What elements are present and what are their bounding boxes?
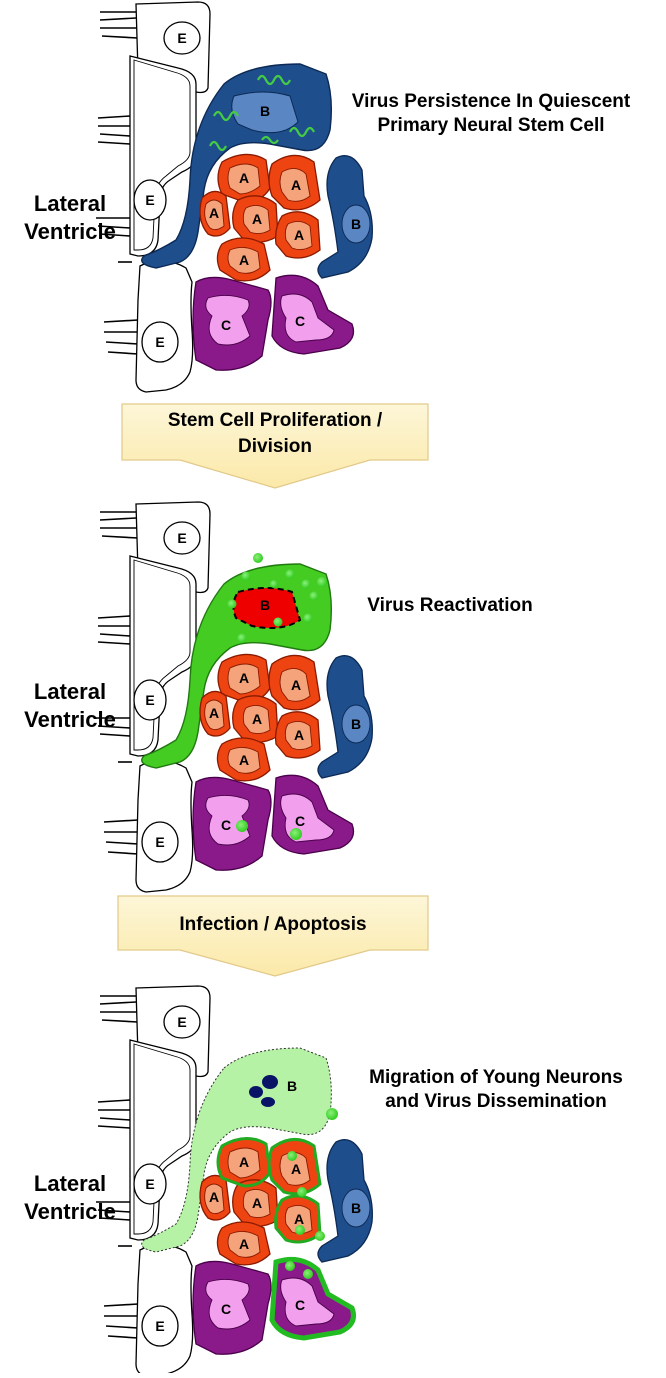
side-label-line1: Lateral <box>33 1171 107 1196</box>
panel-virus-dissemination <box>95 820 373 1377</box>
cell-label-neuroblast: A <box>239 670 249 686</box>
transition-line1: Infection / Apoptosis <box>179 914 367 935</box>
cell-label-stem: B <box>260 103 270 119</box>
cell-label-neuroblast: A <box>239 170 249 186</box>
cell-label-ependymal: E <box>177 1014 186 1030</box>
cell-label-neuroblast: A <box>291 1161 301 1177</box>
cell-label-ependymal: E <box>177 30 186 46</box>
caption-line1: Migration of Young Neurons <box>369 1067 623 1088</box>
transition-arrow-proliferation <box>121 403 429 489</box>
virus-particle-icon <box>227 553 327 643</box>
side-label-panel-3: Lateral Ventricle <box>0 1170 140 1225</box>
caption-line2: and Virus Dissemination <box>385 1090 607 1112</box>
cell-label-neuroblast: A <box>209 705 219 721</box>
cell-label-transit: C <box>295 813 305 829</box>
caption-panel-2: Virus Reactivation <box>340 594 560 618</box>
cell-label-neuroblast: A <box>252 711 262 727</box>
cell-label-ependymal: E <box>155 834 164 850</box>
caption-line2: Primary Neural Stem Cell <box>377 114 605 136</box>
cell-label-neuroblast: A <box>252 211 262 227</box>
caption-panel-3: Migration of Young Neurons and Virus Dis… <box>336 1066 656 1114</box>
cell-label-neuroblast: A <box>294 727 304 743</box>
side-label-line2: Ventricle <box>24 218 116 244</box>
cell-label-side: B <box>351 216 361 232</box>
cell-label-ependymal: E <box>145 1176 154 1192</box>
side-label-line1: Lateral <box>33 679 107 704</box>
transition-arrow-apoptosis <box>117 895 429 977</box>
cell-label-stem: B <box>260 597 270 613</box>
viral-genome-icon <box>209 74 315 152</box>
side-label-line2: Ventricle <box>24 706 116 732</box>
cell-label-neuroblast: A <box>291 677 301 693</box>
cell-label-neuroblast: A <box>294 1211 304 1227</box>
cell-label-ependymal: E <box>145 692 154 708</box>
transition-line1: Stem Cell Proliferation / <box>167 410 383 431</box>
cell-label-neuroblast: A <box>239 1236 249 1252</box>
cell-label-transit: C <box>221 1301 231 1317</box>
cell-label-ependymal: E <box>155 1318 164 1334</box>
cell-label-neuroblast: A <box>209 1189 219 1205</box>
side-label-panel-1: Lateral Ventricle <box>0 190 140 245</box>
virus-particle-icon <box>236 820 338 1279</box>
cell-label-neuroblast: A <box>209 205 219 221</box>
cell-label-ependymal: E <box>155 334 164 350</box>
cell-label-neuroblast: A <box>252 1195 262 1211</box>
cell-label-neuroblast: A <box>239 252 249 268</box>
side-label-line1: Lateral <box>33 191 107 216</box>
caption-panel-1: Virus Persistence In Quiescent Primary N… <box>326 90 656 138</box>
cell-label-stem: B <box>287 1078 297 1094</box>
caption-line1: Virus Reactivation <box>367 595 533 616</box>
cell-label-neuroblast: A <box>291 177 301 193</box>
side-label-line2: Ventricle <box>24 1198 116 1224</box>
transition-line2: Division <box>238 435 312 457</box>
side-label-panel-2: Lateral Ventricle <box>0 678 140 733</box>
cell-label-side: B <box>351 1200 361 1216</box>
cell-label-ependymal: E <box>177 530 186 546</box>
cell-label-neuroblast: A <box>239 1154 249 1170</box>
cell-label-transit: C <box>295 313 305 329</box>
transition-label-2: Infection / Apoptosis <box>118 912 428 938</box>
cell-label-transit: C <box>221 817 231 833</box>
cell-label-neuroblast: A <box>239 752 249 768</box>
cell-label-transit: C <box>221 317 231 333</box>
cell-label-ependymal: E <box>145 192 154 208</box>
cell-label-side: B <box>351 716 361 732</box>
transition-label-1: Stem Cell Proliferation / Division <box>122 408 428 459</box>
panel-virus-reactivation <box>95 501 373 893</box>
nucleus-fragments-icon <box>249 1075 278 1107</box>
cell-label-transit: C <box>295 1297 305 1313</box>
caption-line1: Virus Persistence In Quiescent <box>351 91 631 112</box>
cell-label-neuroblast: A <box>294 227 304 243</box>
panel-virus-persistence <box>95 1 373 393</box>
